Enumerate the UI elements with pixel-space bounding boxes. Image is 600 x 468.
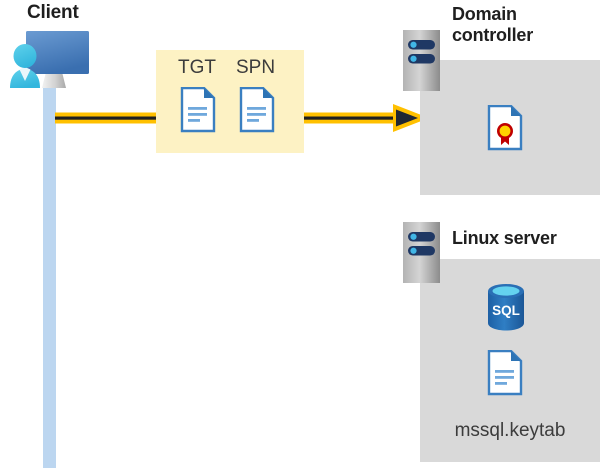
document-icon xyxy=(180,87,216,133)
certificate-document-icon xyxy=(487,105,523,151)
document-icon xyxy=(487,350,523,396)
linux-server-title: Linux server xyxy=(452,228,557,248)
client-title: Client xyxy=(27,2,79,23)
workstation-user-icon xyxy=(10,31,89,88)
domain-controller-title: Domain controller xyxy=(452,4,596,46)
sql-label: SQL xyxy=(492,303,520,318)
server-rack-icon xyxy=(403,222,440,283)
ticket-highlight-box xyxy=(156,50,304,153)
tgt-label: TGT xyxy=(178,57,216,78)
server-rack-icon xyxy=(403,30,440,91)
spn-label: SPN xyxy=(236,57,276,78)
domain-controller-title-line1: Domain xyxy=(452,4,517,24)
keytab-filename: mssql.keytab xyxy=(454,420,566,441)
document-icon xyxy=(239,87,275,133)
sql-database-icon: SQL xyxy=(488,284,524,331)
domain-controller-title-line2: controller xyxy=(452,25,534,45)
client-lifeline xyxy=(43,86,56,468)
